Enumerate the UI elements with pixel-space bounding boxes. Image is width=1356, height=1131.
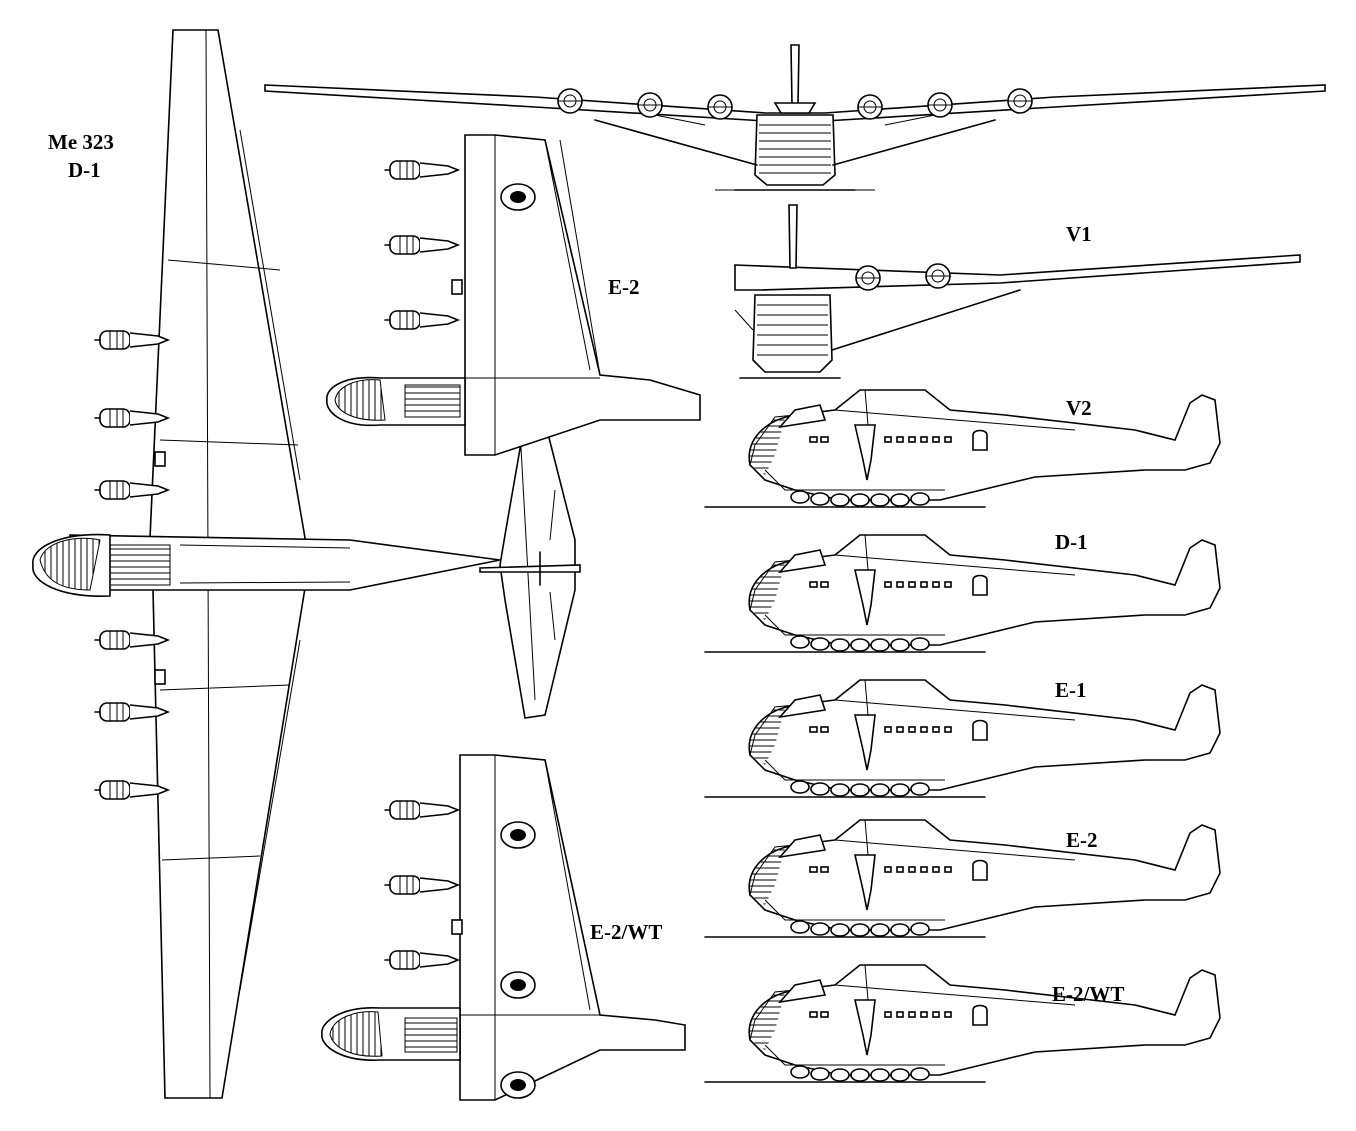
planform-e2-detail: [326, 134, 701, 456]
side-view-e2wt: [704, 964, 1221, 1083]
planform-main: [32, 29, 581, 1099]
label-d1: D-1: [1055, 530, 1088, 554]
side-view-v2: [704, 389, 1221, 508]
label-planform-e2: E-2: [608, 275, 640, 299]
front-view-v1: [734, 204, 1301, 379]
title-variant: D-1: [68, 158, 101, 182]
title-model: Me 323: [48, 130, 114, 154]
label-planform-e2wt: E-2/WT: [590, 920, 663, 944]
side-view-e1: [704, 679, 1221, 798]
side-view-e2: [704, 819, 1221, 938]
label-e2wt: E-2/WT: [1052, 982, 1125, 1006]
label-e1: E-1: [1055, 678, 1087, 702]
label-v2: V2: [1066, 396, 1092, 420]
planform-e2wt-detail: [321, 754, 686, 1101]
label-e2: E-2: [1066, 828, 1098, 852]
label-v1: V1: [1066, 222, 1092, 246]
side-view-d1: [704, 534, 1221, 653]
